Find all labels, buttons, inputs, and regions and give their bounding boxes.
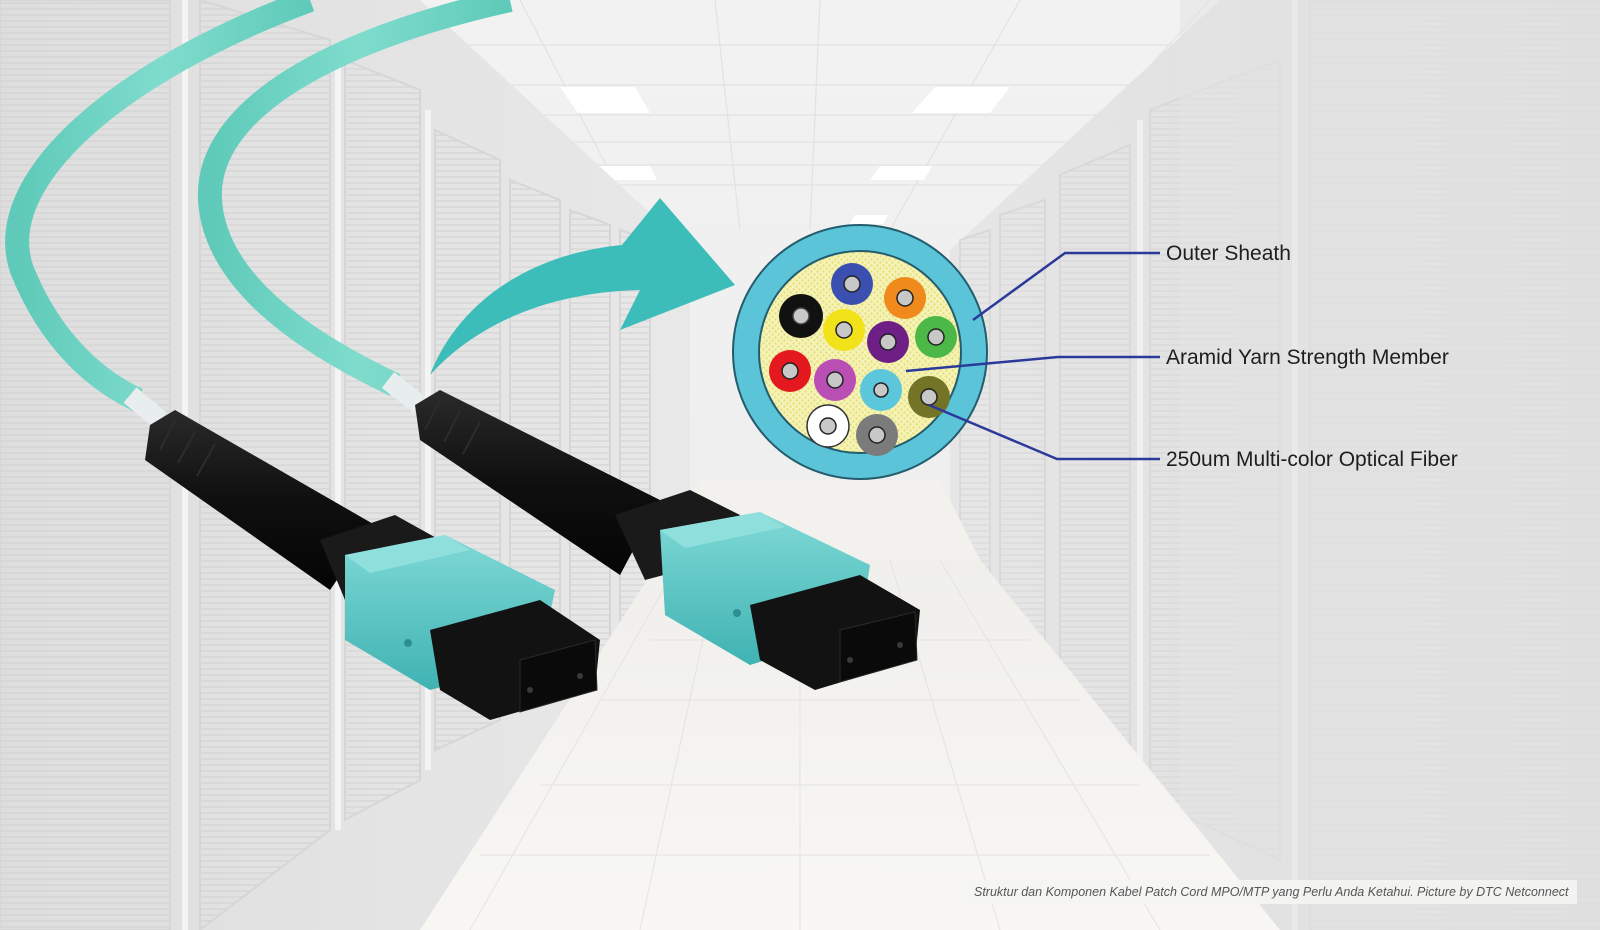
fiber-aqua <box>860 369 902 411</box>
aqua-cable-right <box>197 0 513 396</box>
fiber-violet <box>867 321 909 363</box>
fiber-red <box>769 350 811 392</box>
fiber-rose <box>814 359 856 401</box>
leader-line-aramid-yarn <box>905 355 1160 373</box>
cable-cross-section <box>732 224 988 480</box>
fiber-green <box>915 316 957 358</box>
mpo-connector-left <box>145 410 600 720</box>
leader-lines <box>905 251 1160 461</box>
curved-arrow-icon <box>430 198 735 375</box>
mpo-connector-right <box>415 390 920 690</box>
fiber-olive <box>908 376 950 418</box>
fiber-blue <box>831 263 873 305</box>
fiber-white <box>806 404 850 448</box>
fiber-black <box>779 294 823 338</box>
image-caption: Struktur dan Komponen Kabel Patch Cord M… <box>968 880 1577 904</box>
fiber-slate <box>856 414 898 456</box>
fiber-yellow <box>823 309 865 351</box>
label-aramid-yarn: Aramid Yarn Strength Member <box>1166 346 1449 369</box>
leader-line-optical-fiber <box>928 403 1160 461</box>
aqua-cable-left <box>5 0 315 411</box>
leader-line-outer-sheath <box>972 251 1160 322</box>
label-optical-fiber: 250um Multi-color Optical Fiber <box>1166 448 1458 471</box>
fiber-orange <box>884 277 926 319</box>
label-outer-sheath: Outer Sheath <box>1166 242 1291 265</box>
